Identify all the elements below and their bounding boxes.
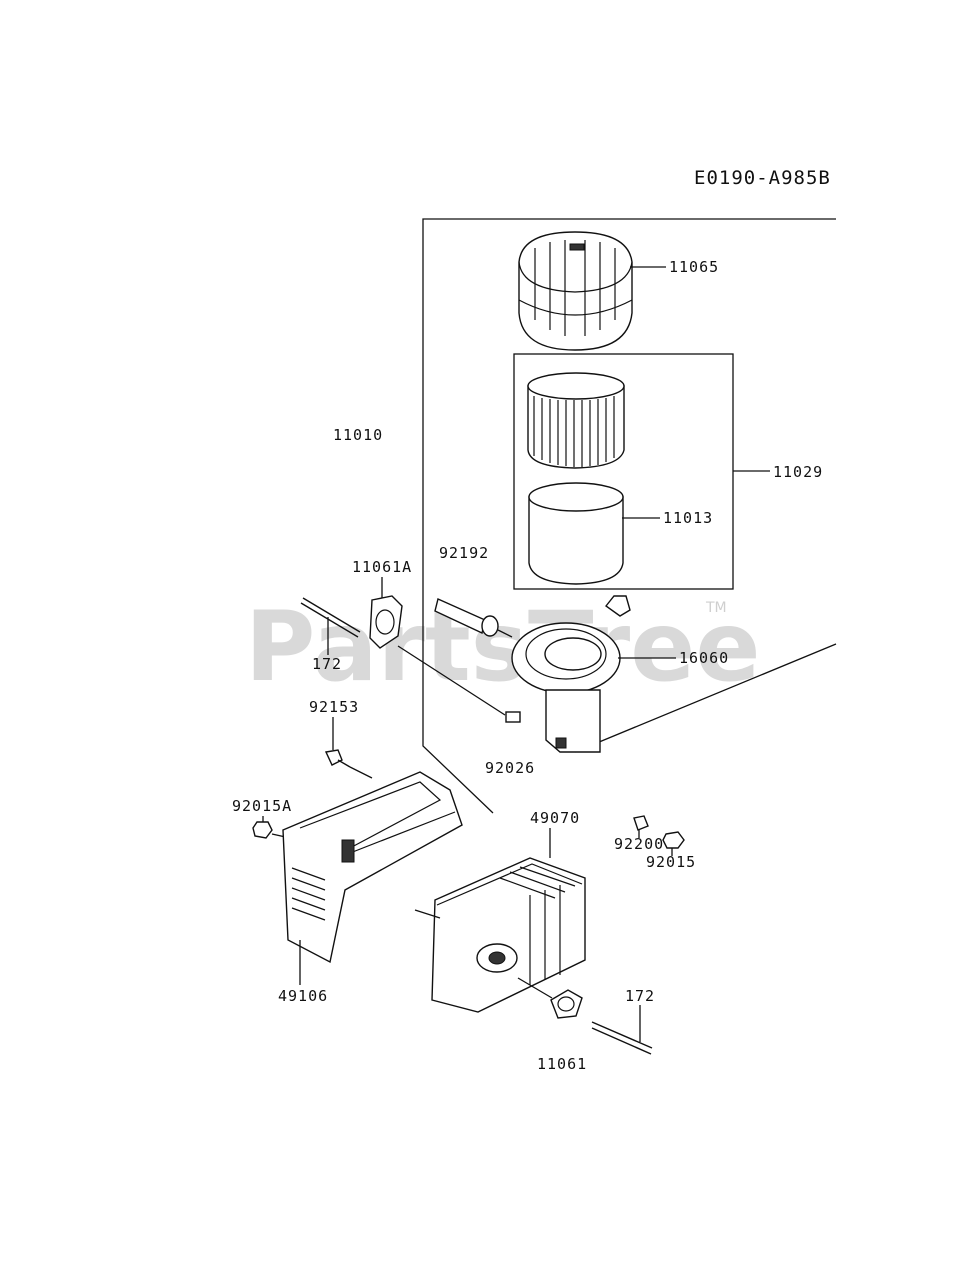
bolt-flanged[interactable]: [324, 749, 351, 768]
nut-92015A[interactable]: [252, 821, 273, 839]
label-11013: 11013: [663, 509, 713, 527]
diagram-code: E0190-A985B: [694, 167, 831, 189]
label-11061A: 11061A: [352, 558, 412, 576]
label-11029: 11029: [773, 463, 823, 481]
muffler-cover[interactable]: [282, 771, 463, 964]
label-92015A: 92015A: [232, 797, 292, 815]
gasket-lower[interactable]: [550, 989, 583, 1019]
label-92026: 92026: [485, 759, 535, 777]
watermark-text: PartsTree: [245, 591, 760, 703]
trademark-text: TM: [705, 600, 727, 616]
filter-element[interactable]: [527, 290, 625, 469]
stud-upper[interactable]: [300, 597, 361, 638]
breather-tube[interactable]: [434, 598, 499, 637]
nut-92200[interactable]: [633, 815, 649, 831]
label-49070: 49070: [530, 809, 580, 827]
nut-small[interactable]: [505, 711, 521, 723]
label-11061: 11061: [537, 1055, 587, 1073]
muffler[interactable]: [431, 857, 586, 1013]
gasket-upper[interactable]: [369, 595, 403, 649]
air-cleaner-cover[interactable]: [518, 231, 633, 351]
label-92200: 92200: [614, 835, 664, 853]
assembly-bracket: [422, 218, 837, 814]
air-cleaner-base[interactable]: [511, 595, 631, 753]
label-49106: 49106: [278, 987, 328, 1005]
label-16060: 16060: [679, 649, 729, 667]
label-172-bottom: 172: [625, 987, 655, 1005]
label-92153: 92153: [309, 698, 359, 716]
stud-lower[interactable]: [591, 1021, 653, 1055]
label-11010: 11010: [333, 426, 383, 444]
label-92192: 92192: [439, 544, 489, 562]
label-11065: 11065: [669, 258, 719, 276]
label-92015: 92015: [646, 853, 696, 871]
pre-cleaner-sleeve[interactable]: [528, 482, 624, 585]
label-172-top: 172: [312, 655, 342, 673]
nut-92015[interactable]: [662, 831, 685, 849]
